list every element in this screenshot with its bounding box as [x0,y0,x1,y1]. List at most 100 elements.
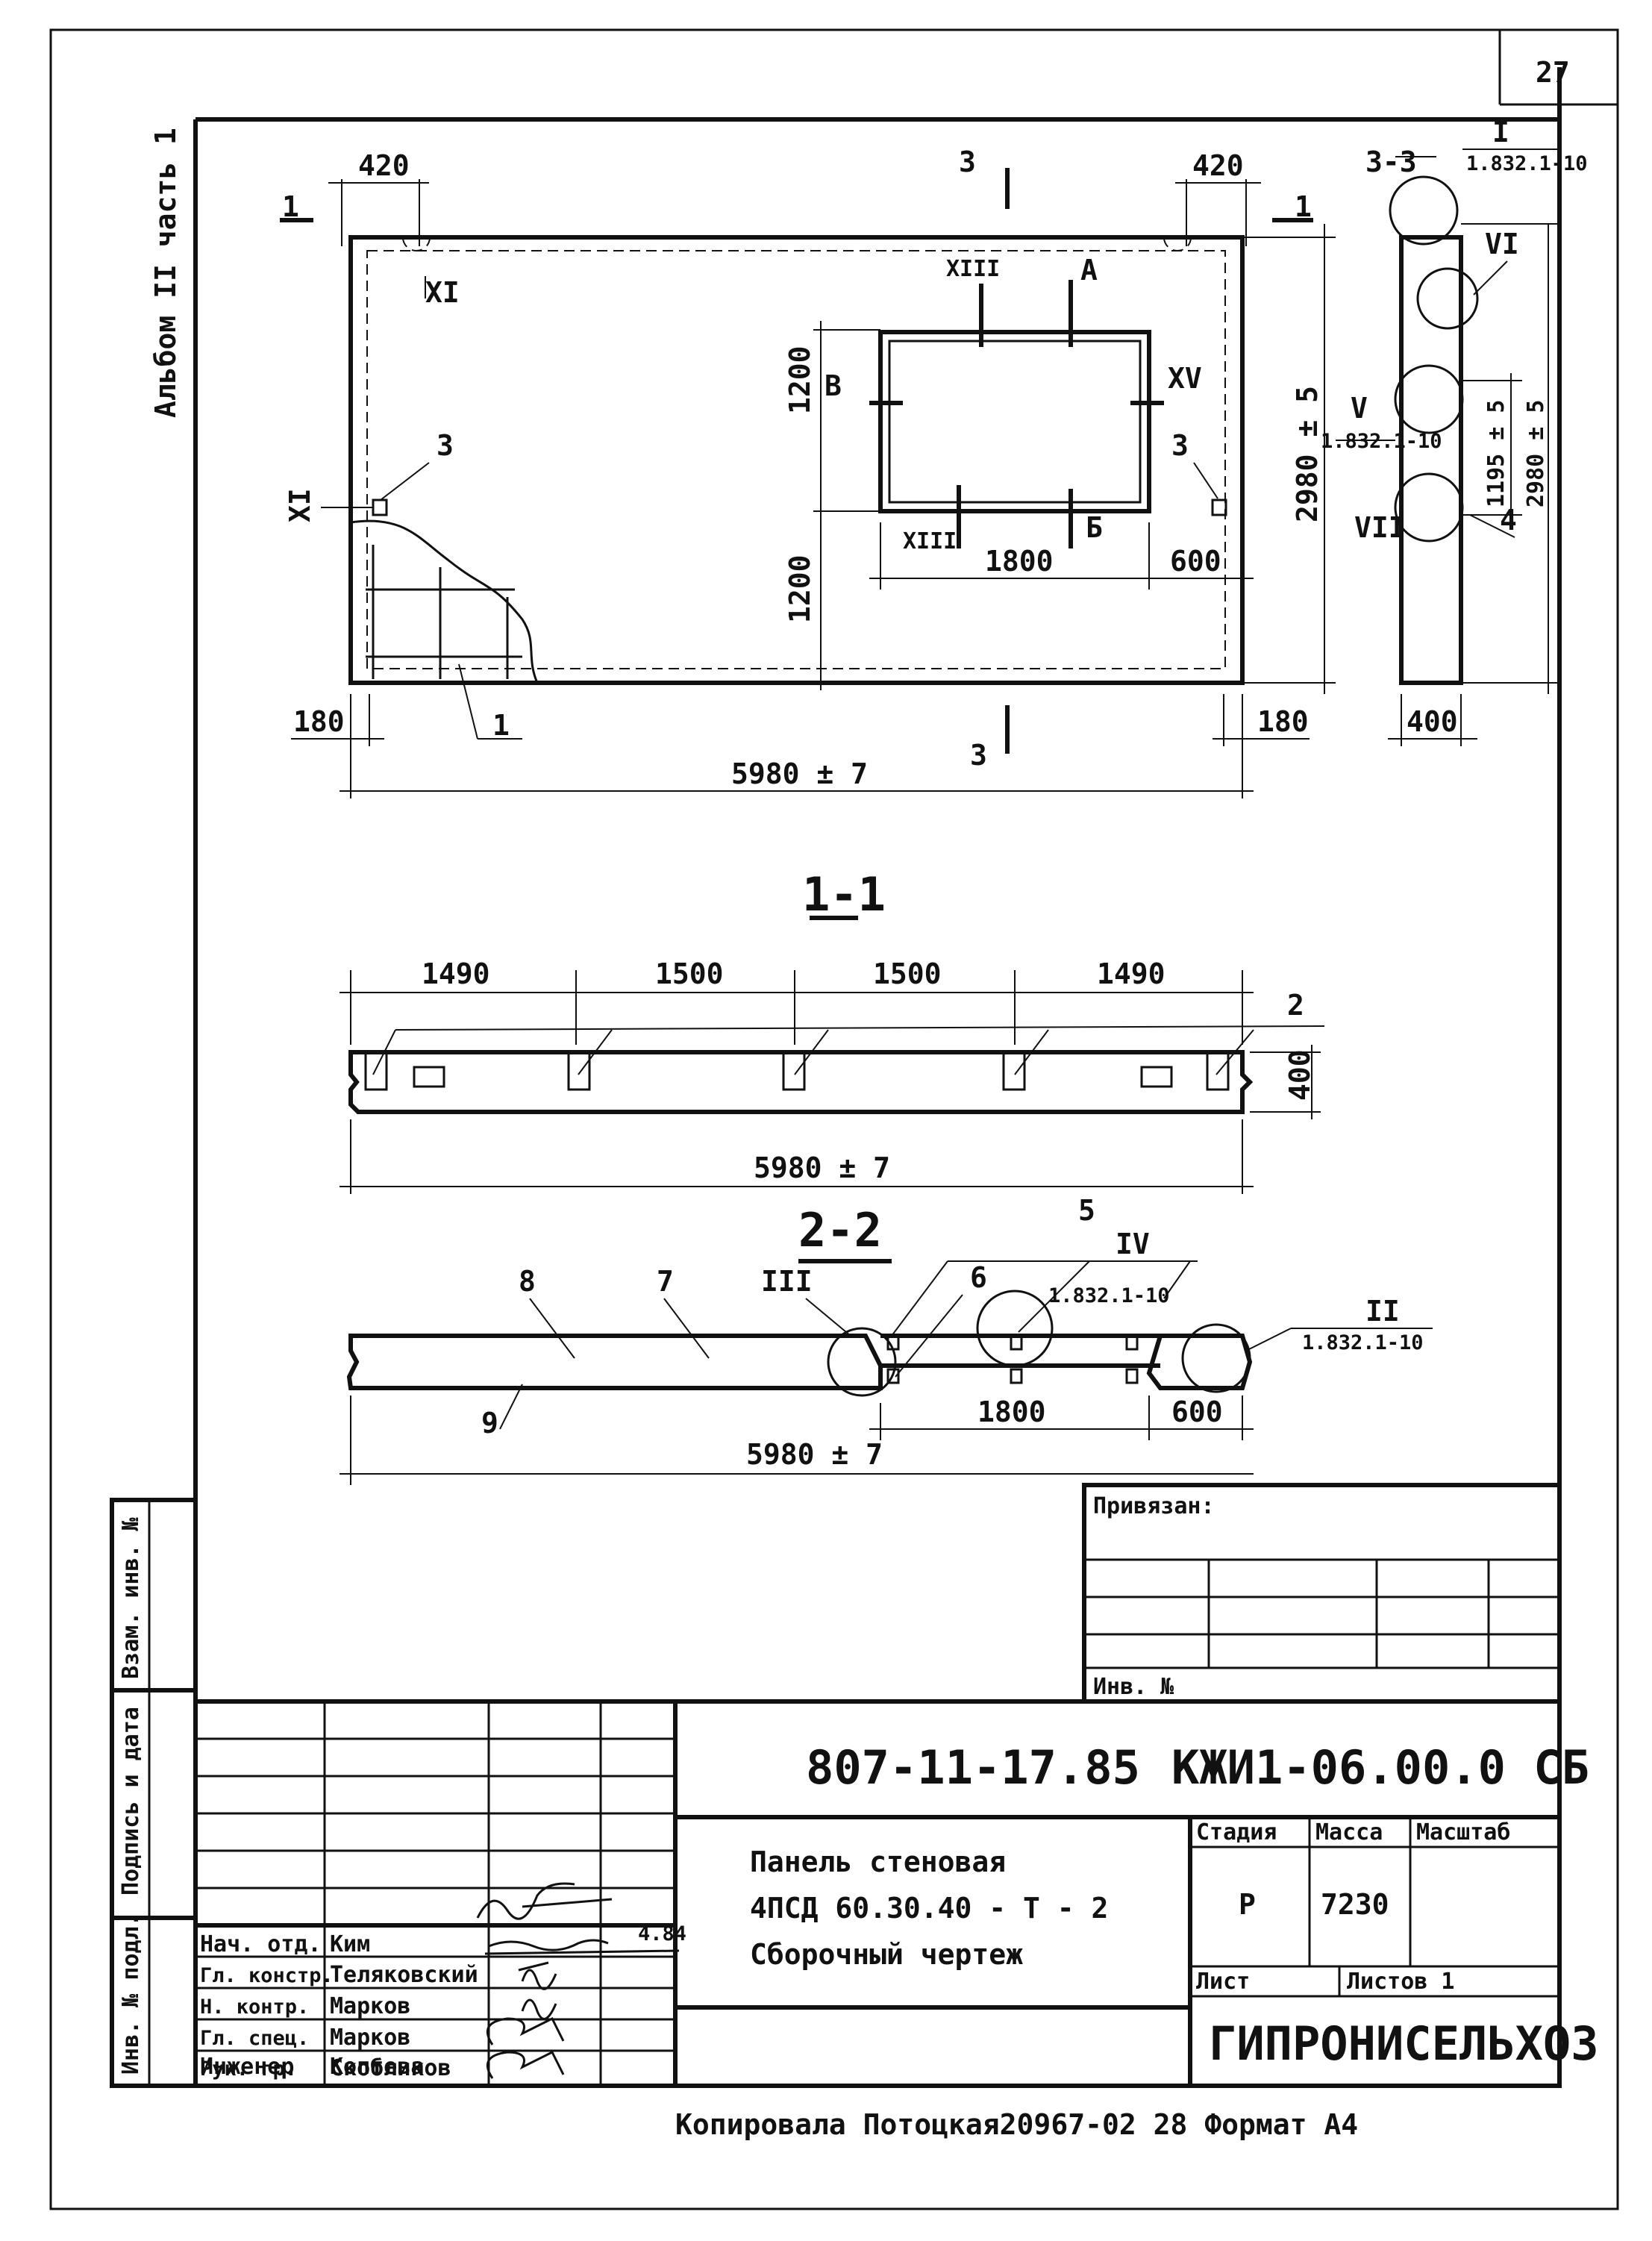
doc-code: 807-11-17.85 [806,1740,1140,1795]
mass-label: Масса [1315,1819,1383,1845]
plan-section-mark-1-left: 1 [282,190,299,223]
section-2-2-pos-7: 7 [657,1265,674,1298]
section-1-1 [340,916,1325,1194]
person-role-5: Рук. гр. [200,2057,297,2081]
section-2-2-pos-9: 9 [481,1407,498,1440]
person-row-6: Инженер Коптева [200,2054,670,2084]
section-3-3-node-v: V [1351,392,1368,425]
section-1-1-title: 1-1 [802,867,886,922]
section-2-2-node-iv: IV [1116,1228,1150,1260]
person-name-3: Марков [330,1993,410,2019]
person-name-1: Ким [330,1931,370,1957]
section-1-1-dim-3: 1500 [873,957,942,990]
title-block [193,1699,1562,2088]
plan-label-xiii-bottom: XIII [903,528,957,554]
plan-pos-3-right: 3 [1171,429,1189,462]
person-role-2: Гл. констр. [200,1964,334,1987]
plan-dim-1200-bottom: 1200 [783,554,816,623]
section-1-1-dim-1: 1490 [422,957,490,990]
person-name-5: Скобликов [330,2055,451,2081]
plan-pos-3-left: 3 [437,429,454,462]
plan-label-xi-left: XI [284,488,316,522]
section-2-2-node-iv-ref: 1.832.1-10 [1048,1284,1170,1307]
binding-title: Привязан: [1093,1493,1215,1519]
organization: ГИПРОНИСЕЛЬХОЗ [1209,2016,1599,2071]
person-role-3: Н. контр. [200,1995,309,2019]
section-3-3-label-vii: VII [1354,511,1406,544]
section-3-3-dim-2980: 2980 ± 5 [1523,400,1549,508]
album-label: Альбом II часть 1 [149,128,182,418]
plan-section-mark-1-right: 1 [1295,190,1312,223]
plan-label-xiii-top: XIII [946,256,1000,282]
section-1-1-dim-2: 1500 [655,957,724,990]
plan-dim-180-right: 180 [1257,705,1309,738]
plan-label-v: В [825,369,842,402]
section-1-1-dim-total: 5980 ± 7 [754,1151,890,1184]
plan-dim-180-left: 180 [293,705,345,738]
left-strip-vzam-inv: Взам. инв. № [118,1516,144,1679]
plan-section-mark-3-bottom: 3 [970,739,987,772]
section-3-3-node-v-ref: 1.832.1-10 [1321,430,1442,453]
section-3-3-label-vi: VI [1485,228,1519,260]
person-name-2: Теляковский [330,1962,478,1988]
section-2-2-pos-8: 8 [519,1265,536,1298]
section-2-2-dim-total: 5980 ± 7 [746,1438,883,1471]
plan-dim-1800: 1800 [985,545,1054,578]
plan-label-xi-top: XI [425,276,460,309]
mass-value: 7230 [1321,1888,1389,1921]
section-2-2-dim-1800: 1800 [977,1395,1046,1428]
person-role-1: Нач. отд. [200,1931,322,1957]
section-3-3-node-i-ref: 1.832.1-10 [1466,152,1588,175]
plan-label-xv: XV [1168,362,1202,395]
section-2-2-node-ii: II [1365,1295,1400,1328]
footer-copy: Копировала Потоцкая20967-02 28 Формат А4 [675,2108,1358,2141]
section-2-2-node-ii-ref: 1.832.1-10 [1302,1331,1424,1354]
sign-date: 4.84 [638,1922,686,1945]
plan-dim-600: 600 [1170,545,1221,578]
section-1-1-pos-2: 2 [1287,989,1304,1022]
section-3-3 [1336,149,1559,746]
section-1-1-dim-4: 1490 [1097,957,1166,990]
section-3-3-node-i: I [1492,116,1509,149]
binding-inv-label: Инв. № [1093,1674,1174,1700]
plan-label-a: А [1080,254,1098,287]
doc-name-line-1: Панель стеновая [750,1845,1006,1878]
scale-label: Масштаб [1416,1819,1510,1845]
sheet-label: Лист [1196,1969,1250,1995]
section-2-2-title: 2-2 [798,1203,882,1257]
section-2-2-dim-600: 600 [1171,1395,1223,1428]
section-2-2-pos-5: 5 [1078,1194,1095,1227]
doc-name-line-2: 4ПСД 60.30.40 - Т - 2 [750,1892,1108,1925]
section-3-3-label-4: 4 [1500,504,1517,537]
section-3-3-dim-1195: 1195 ± 5 [1483,400,1509,508]
person-name-4: Марков [330,2025,410,2051]
plan-section-mark-3-top: 3 [959,146,976,178]
stage-value: Р [1239,1888,1256,1921]
doc-designation: КЖИ1-06.00.0 СБ [1171,1740,1589,1795]
section-3-3-title: 3-3 [1365,146,1417,178]
left-strip-inv-podl: Инв. № подл. [118,1913,144,2075]
sheet-frame [49,28,1619,2210]
section-3-3-dim-400: 400 [1407,705,1458,738]
section-1-1-dim-400: 400 [1283,1049,1316,1101]
section-2-2-node-iii: III [761,1265,813,1298]
plan-label-b: Б [1086,511,1103,544]
section-2-2 [340,1259,1433,1485]
plan-dim-420-left: 420 [358,149,410,182]
left-strip-signature-date: Подпись и дата [118,1707,144,1895]
sheet-number: 27 [1536,56,1570,89]
section-2-2-pos-6: 6 [970,1261,987,1294]
plan-dim-1200-top: 1200 [783,346,816,414]
panel-plan [280,168,1336,798]
plan-pos-1: 1 [492,709,510,742]
person-role-4: Гл. спец. [200,2027,309,2050]
signatures [476,1882,680,2079]
plan-dim-420-right: 420 [1192,149,1244,182]
stage-label: Стадия [1196,1819,1277,1845]
person-role-6-text: Инженер [200,2054,295,2080]
sheets-label: Листов 1 [1347,1969,1455,1995]
plan-dim-total: 5980 ± 7 [731,757,868,790]
plan-dim-height: 2980 ± 5 [1291,386,1324,522]
doc-name-line-3: Сборочный чертеж [750,1938,1023,1971]
